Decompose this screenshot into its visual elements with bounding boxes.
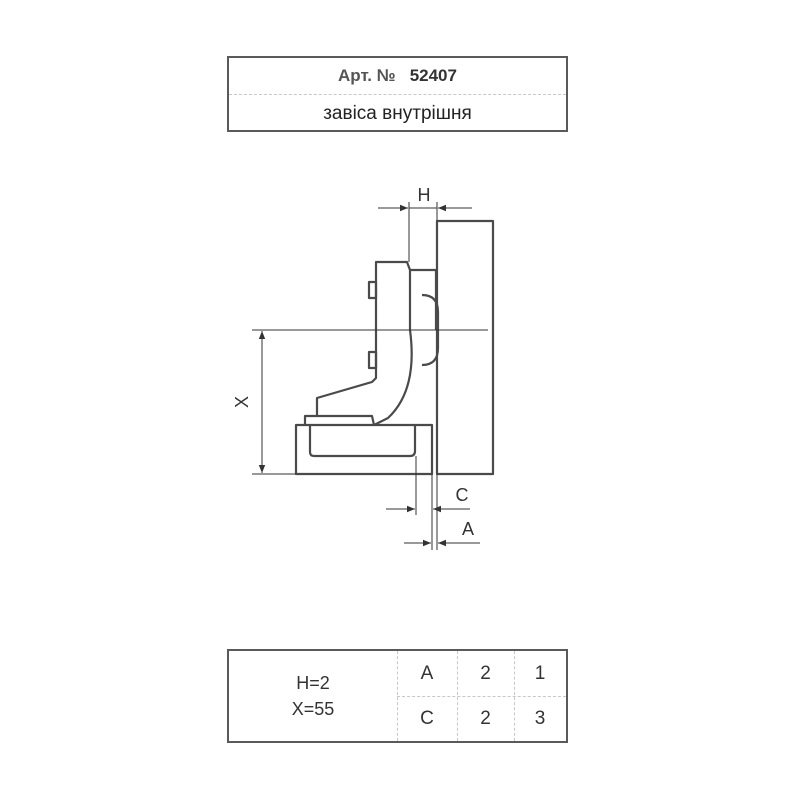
hinge-arm [315,260,413,426]
spec-row-c-value-1: 2 [480,707,491,729]
spec-row-c-label: C [420,707,434,729]
dimension-label-x: X [232,396,252,408]
spec-param-x: X=55 [291,699,335,719]
article-number-row: Арт. № 52407 [229,58,566,94]
article-label: Арт. № [338,66,396,85]
dimension-label-a: A [462,519,474,539]
dimension-label-c: C [456,485,469,505]
spec-row-c-value-2: 3 [534,707,546,729]
arm-screw-bottom [367,350,378,370]
cup-rim [303,414,376,426]
side-panel [435,219,495,476]
arm-screw-top [367,280,378,300]
spec-row-a-label: A [420,662,434,684]
spec-param-h: H=2 [296,673,330,693]
article-number: 52407 [409,66,457,85]
door-panel [294,423,434,476]
spec-row-a-value-1: 2 [480,662,491,684]
header-divider [229,94,566,95]
product-name-row: завіса внутрішня [229,95,566,132]
spec-row-a-value-2: 1 [534,662,546,684]
spec-row-divider [397,696,566,697]
article-header: Арт. № 52407 завіса внутрішня [227,56,568,132]
mounting-bracket [410,268,438,330]
product-name: завіса внутрішня [323,102,472,124]
spec-table: H=2 X=55 A 2 1 C 2 3 [227,649,568,743]
hinge-cup [308,425,417,458]
dimension-label-h: H [418,185,431,205]
spec-parameters: H=2 X=55 [229,651,397,741]
